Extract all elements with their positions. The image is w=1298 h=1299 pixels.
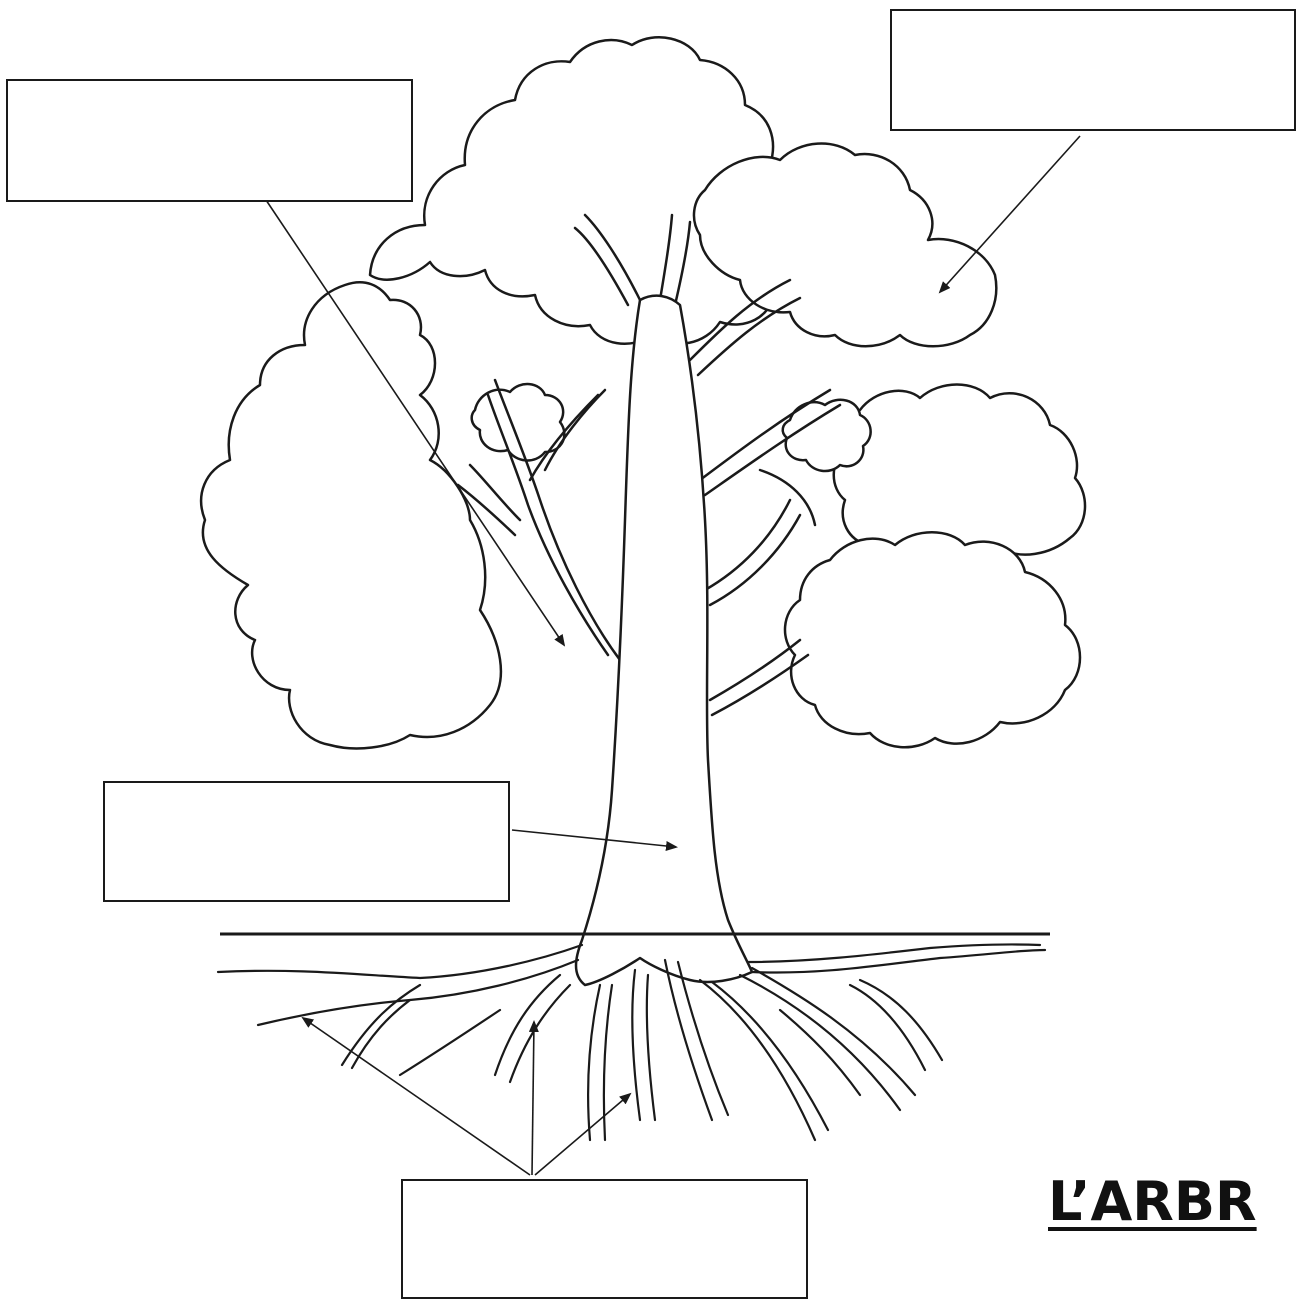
arrow-icon xyxy=(511,829,678,851)
answer-box-branch[interactable] xyxy=(6,79,413,202)
arrow-icon xyxy=(301,1016,531,1176)
answer-box-foliage[interactable] xyxy=(890,9,1296,131)
worksheet-title: L’ARBR xyxy=(1048,1170,1257,1233)
answer-box-roots[interactable] xyxy=(401,1179,808,1299)
crown-cloud-upper-right xyxy=(692,142,998,348)
arrow-icon xyxy=(534,1092,632,1176)
tree-branches xyxy=(456,213,842,717)
crown-cloud-right xyxy=(832,383,1087,565)
crown-puff-right-inner xyxy=(781,398,872,473)
tree-trunk xyxy=(574,294,754,987)
tree-roots xyxy=(216,943,1047,1142)
arrow-icon xyxy=(528,1020,539,1176)
answer-box-trunk[interactable] xyxy=(103,781,510,902)
tree-crown xyxy=(199,36,1087,750)
arrow-icon xyxy=(938,135,1081,294)
crown-cloud-left xyxy=(199,281,503,750)
crown-cloud-lower-right xyxy=(783,531,1082,749)
arrow-icon xyxy=(265,199,566,647)
leader-arrows xyxy=(265,135,1081,1176)
